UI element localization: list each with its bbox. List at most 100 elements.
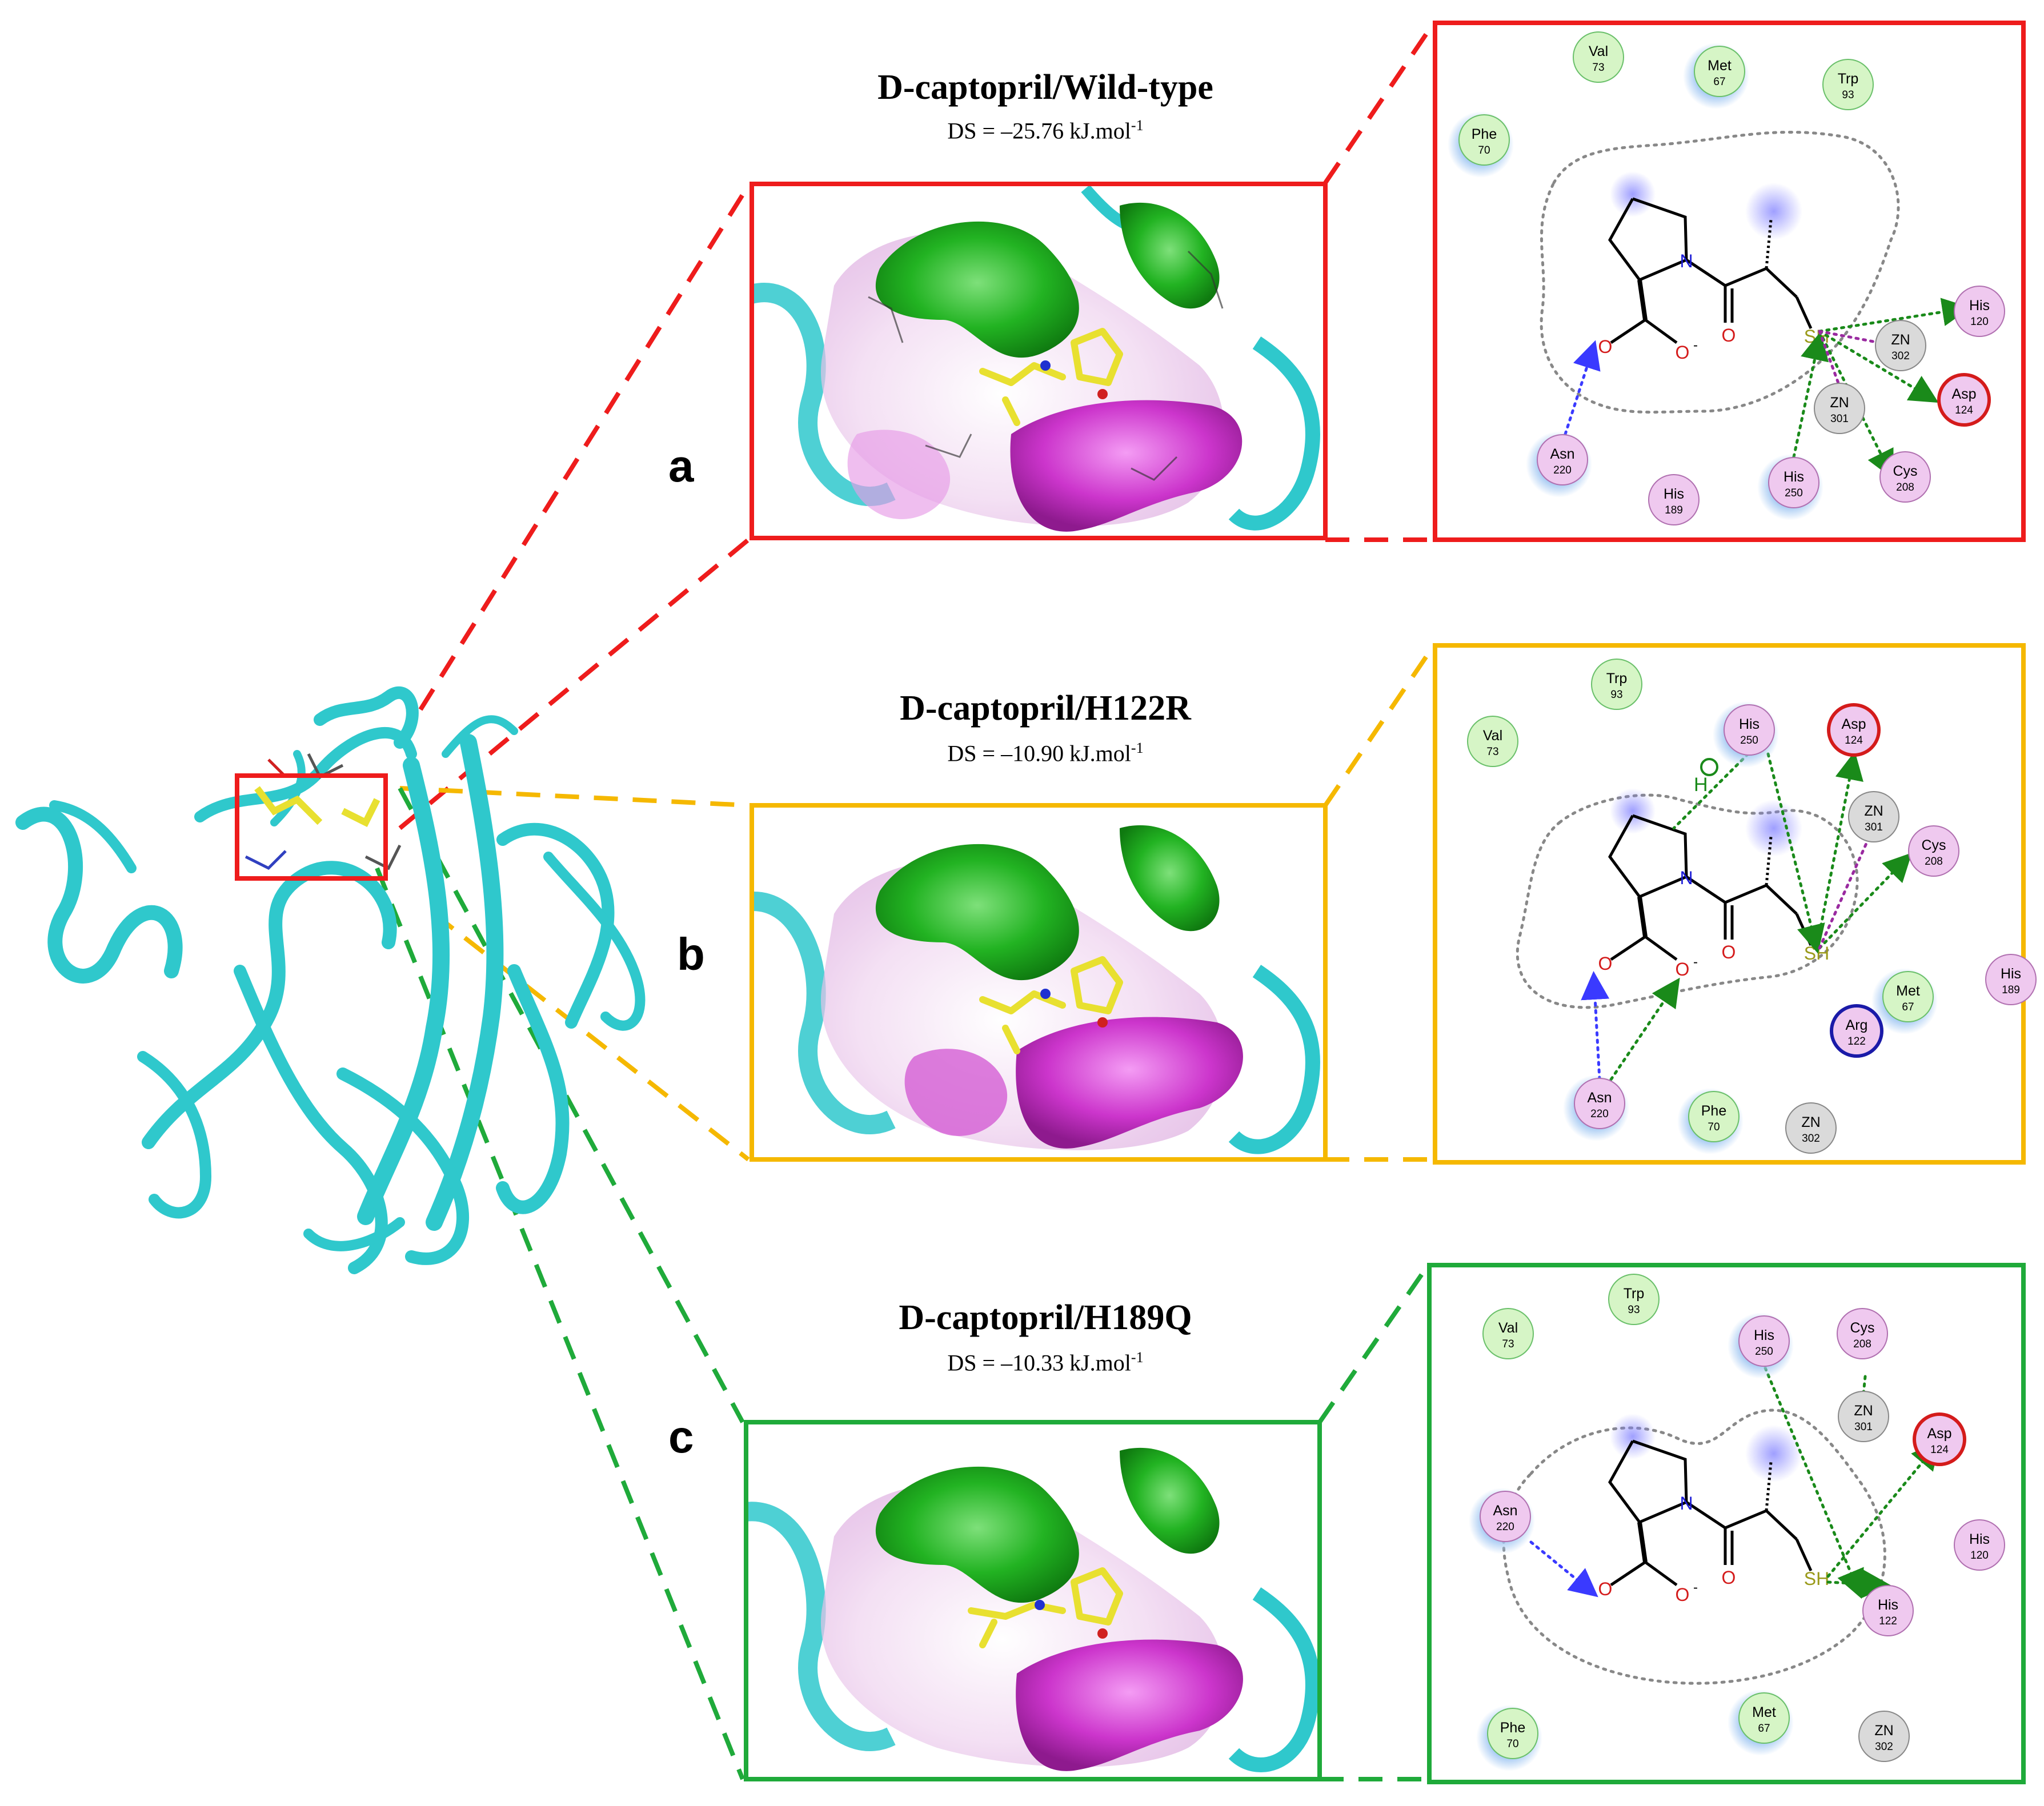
residue-number: 124	[1955, 404, 1973, 416]
connector-b-upper	[399, 786, 749, 808]
docking-view-b	[750, 803, 1328, 1162]
residue-number: 189	[2002, 984, 2020, 996]
residue-name: Met	[1708, 58, 1732, 74]
atom-o-carboxyl: O	[1598, 1579, 1613, 1599]
metal-coordination-line	[1818, 838, 1870, 950]
residue-group-b: Trp93His250Asp124Val73ZN301Cys208Met67Hi…	[1467, 659, 2037, 1154]
ds-c-text: DS = –10.33 kJ.mol	[947, 1350, 1131, 1376]
carboxyl-bond	[1644, 318, 1678, 344]
carboxyl-bond	[1610, 935, 1646, 961]
pi-contact-line	[1672, 752, 1750, 830]
hydrophobic-glow	[1610, 788, 1656, 834]
pocket-outline-b	[1516, 793, 1859, 1009]
atom-o-carboxylate: O	[1676, 342, 1690, 363]
residue-disc	[1837, 1308, 1888, 1359]
residue-name: His	[1969, 1531, 1990, 1547]
residue-number: 124	[1930, 1444, 1949, 1456]
atom-n: N	[1680, 251, 1693, 271]
atom-o-carbonyl: O	[1722, 325, 1736, 346]
residue-name: Val	[1483, 728, 1502, 744]
residue-number: 301	[1854, 1421, 1873, 1433]
ds-a-sup: -1	[1131, 117, 1144, 134]
residue-name: His	[2001, 966, 2021, 982]
connector-b-lower	[432, 912, 750, 1162]
residue-disc	[1858, 1711, 1910, 1762]
atom-o-carboxyl: O	[1598, 953, 1613, 974]
residue-name: Phe	[1500, 1720, 1525, 1736]
pyrrolidine-ring	[1608, 1439, 1688, 1524]
residue-his-189: His 189	[1985, 954, 2037, 1005]
carboxyl-bond	[1610, 1560, 1646, 1587]
carboxyl-bond	[1610, 318, 1646, 344]
residue-name: Asn	[1493, 1503, 1517, 1519]
residue-name: ZN	[1864, 803, 1883, 819]
ds-b-sup: -1	[1131, 740, 1144, 756]
ds-a: DS = –25.76 kJ.mol-1	[845, 117, 1245, 144]
residue-number: 301	[1830, 413, 1849, 425]
connector-c-upper	[398, 787, 745, 1423]
panel-letter-c: c	[668, 1411, 694, 1462]
residue-number: 122	[1847, 1036, 1866, 1048]
residue-disc	[1694, 46, 1745, 97]
hbond-line	[1609, 977, 1680, 1081]
interaction-frame-a	[1433, 21, 2026, 542]
residue-number: 302	[1875, 1741, 1893, 1753]
residue-number: 220	[1590, 1108, 1609, 1120]
residue-name: ZN	[1891, 332, 1910, 348]
residue-disc	[1913, 1412, 1966, 1466]
metal-contact-line	[1862, 1375, 1867, 1395]
wedge-bond	[1637, 279, 1648, 320]
residue-number: 67	[1713, 76, 1725, 88]
residue-disc	[1480, 1491, 1531, 1542]
metal-contact-line	[1764, 1366, 1864, 1599]
backbone-bond	[1685, 258, 1798, 298]
residue-number: 301	[1865, 821, 1883, 833]
residue-name: Arg	[1846, 1017, 1868, 1033]
pyrrolidine-ring	[1608, 197, 1688, 282]
residue-name: His	[1739, 716, 1760, 732]
residue-disc	[1482, 1308, 1534, 1359]
residue-disc	[1908, 825, 1959, 877]
thiol-bond	[1795, 296, 1813, 330]
residue-name: Met	[1896, 983, 1920, 999]
docking-frame-c	[744, 1420, 1322, 1781]
metal-coordination-line	[1818, 330, 1881, 344]
residue-disc	[1879, 451, 1931, 503]
connector-a-lower	[398, 537, 750, 830]
residue-number: 208	[1896, 481, 1914, 493]
residue-disc	[1608, 1274, 1660, 1325]
residue-name: Phe	[1472, 126, 1497, 142]
thiol-bond	[1795, 1538, 1813, 1572]
ds-b-text: DS = –10.90 kJ.mol	[947, 740, 1131, 766]
residue-arg-122: Arg 122	[1830, 1004, 1883, 1058]
title-b: D-captopril/H122R	[900, 689, 1191, 728]
residue-name: His	[1664, 486, 1684, 502]
residue-number: 220	[1496, 1521, 1514, 1533]
residue-number: 250	[1785, 487, 1803, 499]
residue-disc	[1862, 1585, 1914, 1636]
residue-disc	[1573, 31, 1624, 83]
residue-disc	[1838, 1391, 1889, 1442]
connector-a-right-upper	[1323, 21, 1436, 184]
docking-frame-b	[750, 803, 1328, 1162]
ds-c-sup: -1	[1131, 1349, 1144, 1366]
metal-contact-line	[1826, 1570, 1891, 1598]
residue-disc	[1822, 59, 1874, 110]
residue-number: 73	[1502, 1338, 1514, 1350]
atom-o-carboxylate: O	[1676, 959, 1690, 980]
metal-contact-line	[1818, 330, 1939, 403]
